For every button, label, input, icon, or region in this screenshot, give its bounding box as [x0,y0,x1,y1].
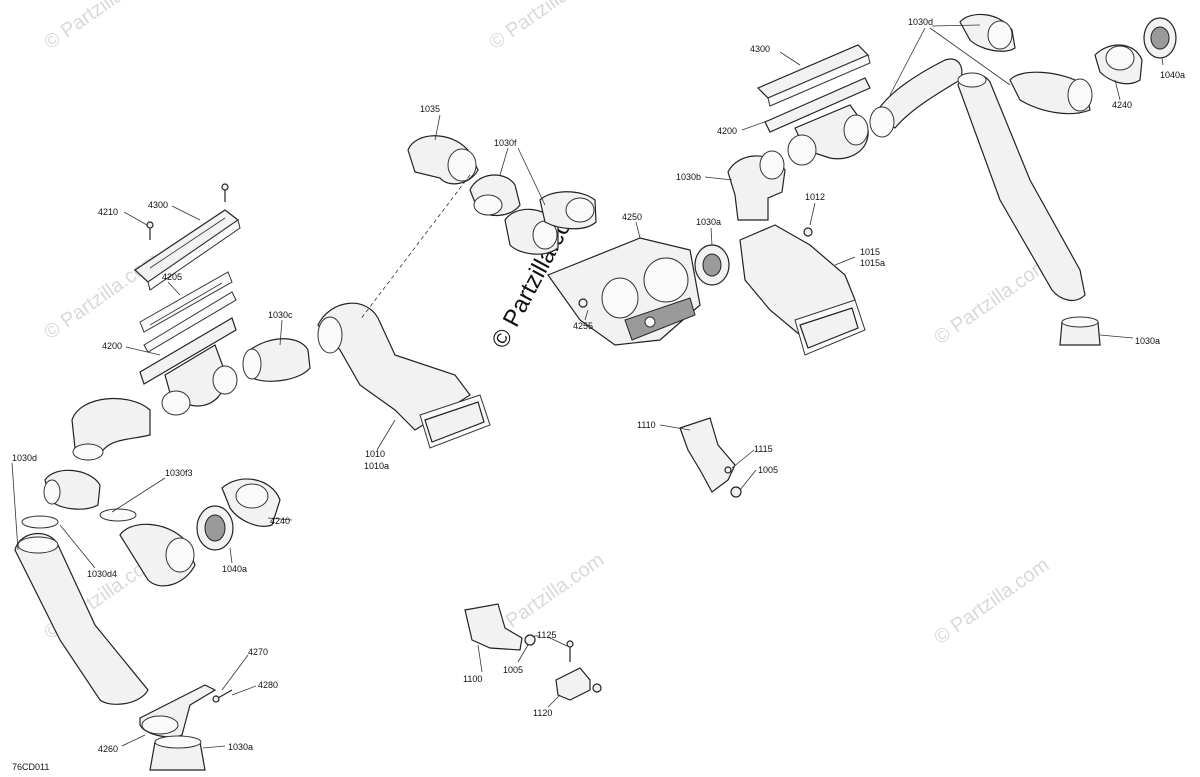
label-1030c: 1030c [268,310,293,320]
cap-1030a-center [694,244,730,286]
label-1030d4: 1030d4 [87,569,117,579]
coupler-1030f [469,174,597,255]
label-4250: 4250 [622,212,642,222]
label-4205: 4205 [162,272,182,282]
screw-4210 [146,183,229,240]
label-1125: 1125 [537,630,556,640]
dashed-link-1035 [359,174,471,321]
watermark: © Partzilla.com [930,254,1053,349]
panel-4250 [547,237,701,346]
label-4280: 4280 [258,680,278,690]
top-cover-left [134,209,241,291]
coupler-1030f3 [21,469,137,529]
label-1015: 1015 [860,247,880,257]
label-1030a-center: 1030a [696,217,721,227]
top-cover-right [756,44,871,107]
label-4255: 4255 [573,321,593,331]
label-4210: 4210 [98,207,118,217]
diagram-id: 76CD011 [12,762,49,772]
watermark: © Partzilla.com [485,0,608,54]
label-1030a-right: 1030a [1135,336,1160,346]
label-4270: 4270 [248,647,268,657]
label-1030b: 1030b [676,172,701,182]
elbow-1035 [407,135,479,185]
nut-1115 [724,466,732,474]
label-1120: 1120 [533,708,552,718]
duct-4200-left [139,317,238,416]
elbow-1030c [242,338,311,382]
elbow-1030d-left [71,397,151,461]
label-4260: 4260 [98,744,118,754]
label-1005-bottom: 1005 [503,665,523,675]
bracket-4260 [139,684,217,738]
label-1040a-right: 1040a [1160,70,1185,80]
bolt-1012 [803,227,813,237]
label-1015a: 1015a [860,258,885,268]
cap-1030a-right [1059,316,1101,346]
label-1030a-bottom: 1030a [228,742,253,752]
label-1030f: 1030f [494,138,517,148]
label-1035: 1035 [420,104,440,114]
screw-4270 [212,689,233,703]
bracket-1120 [555,667,602,701]
housing-1010 [317,302,491,449]
cover-4240-right [1094,44,1143,85]
bracket-1100 [464,603,523,651]
leader-lines [11,24,1164,749]
elbow-1030b [727,150,786,221]
watermark: © Partzilla.com [40,0,163,54]
label-4240-right: 4240 [1112,100,1132,110]
nut-1005-right [730,486,742,498]
housing-1015 [739,224,866,356]
label-1005-right: 1005 [758,465,778,475]
elbow-to-cover-left [119,523,196,587]
label-4300-right: 4300 [750,44,770,54]
tubes-1030d-right [869,13,1093,302]
cover-4240-left [221,478,281,527]
bracket-4205 [139,271,237,353]
label-1010: 1010 [365,449,385,459]
cap-1040a-left [196,505,234,551]
label-1030d-left: 1030d [12,453,37,463]
label-1100: 1100 [463,674,482,684]
screw-4255 [578,298,588,308]
part-labels: 1035 1030f 4210 4300 4205 4200 1030c 103… [12,17,1185,772]
label-1030d-right: 1030d [908,17,933,27]
bracket-1110 [679,417,736,493]
long-tube-left [14,532,149,705]
label-4300-left: 4300 [148,200,168,210]
label-4200-left: 4200 [102,341,122,351]
label-1012: 1012 [805,192,825,202]
label-1115: 1115 [754,444,773,454]
label-1040a-left: 1040a [222,564,247,574]
duct-4200-right [764,77,871,166]
watermark: © Partzilla.com [930,554,1053,649]
label-4200-right: 4200 [717,126,737,136]
label-1030f3: 1030f3 [165,468,193,478]
label-1010a: 1010a [364,461,389,471]
label-4240-left: 4240 [270,516,290,526]
cap-1030a-bottom [149,735,206,771]
cap-1040a-right [1143,17,1177,59]
label-1110: 1110 [637,420,656,430]
nut-1005-bottom [524,634,536,646]
bolt-1125 [566,640,574,662]
